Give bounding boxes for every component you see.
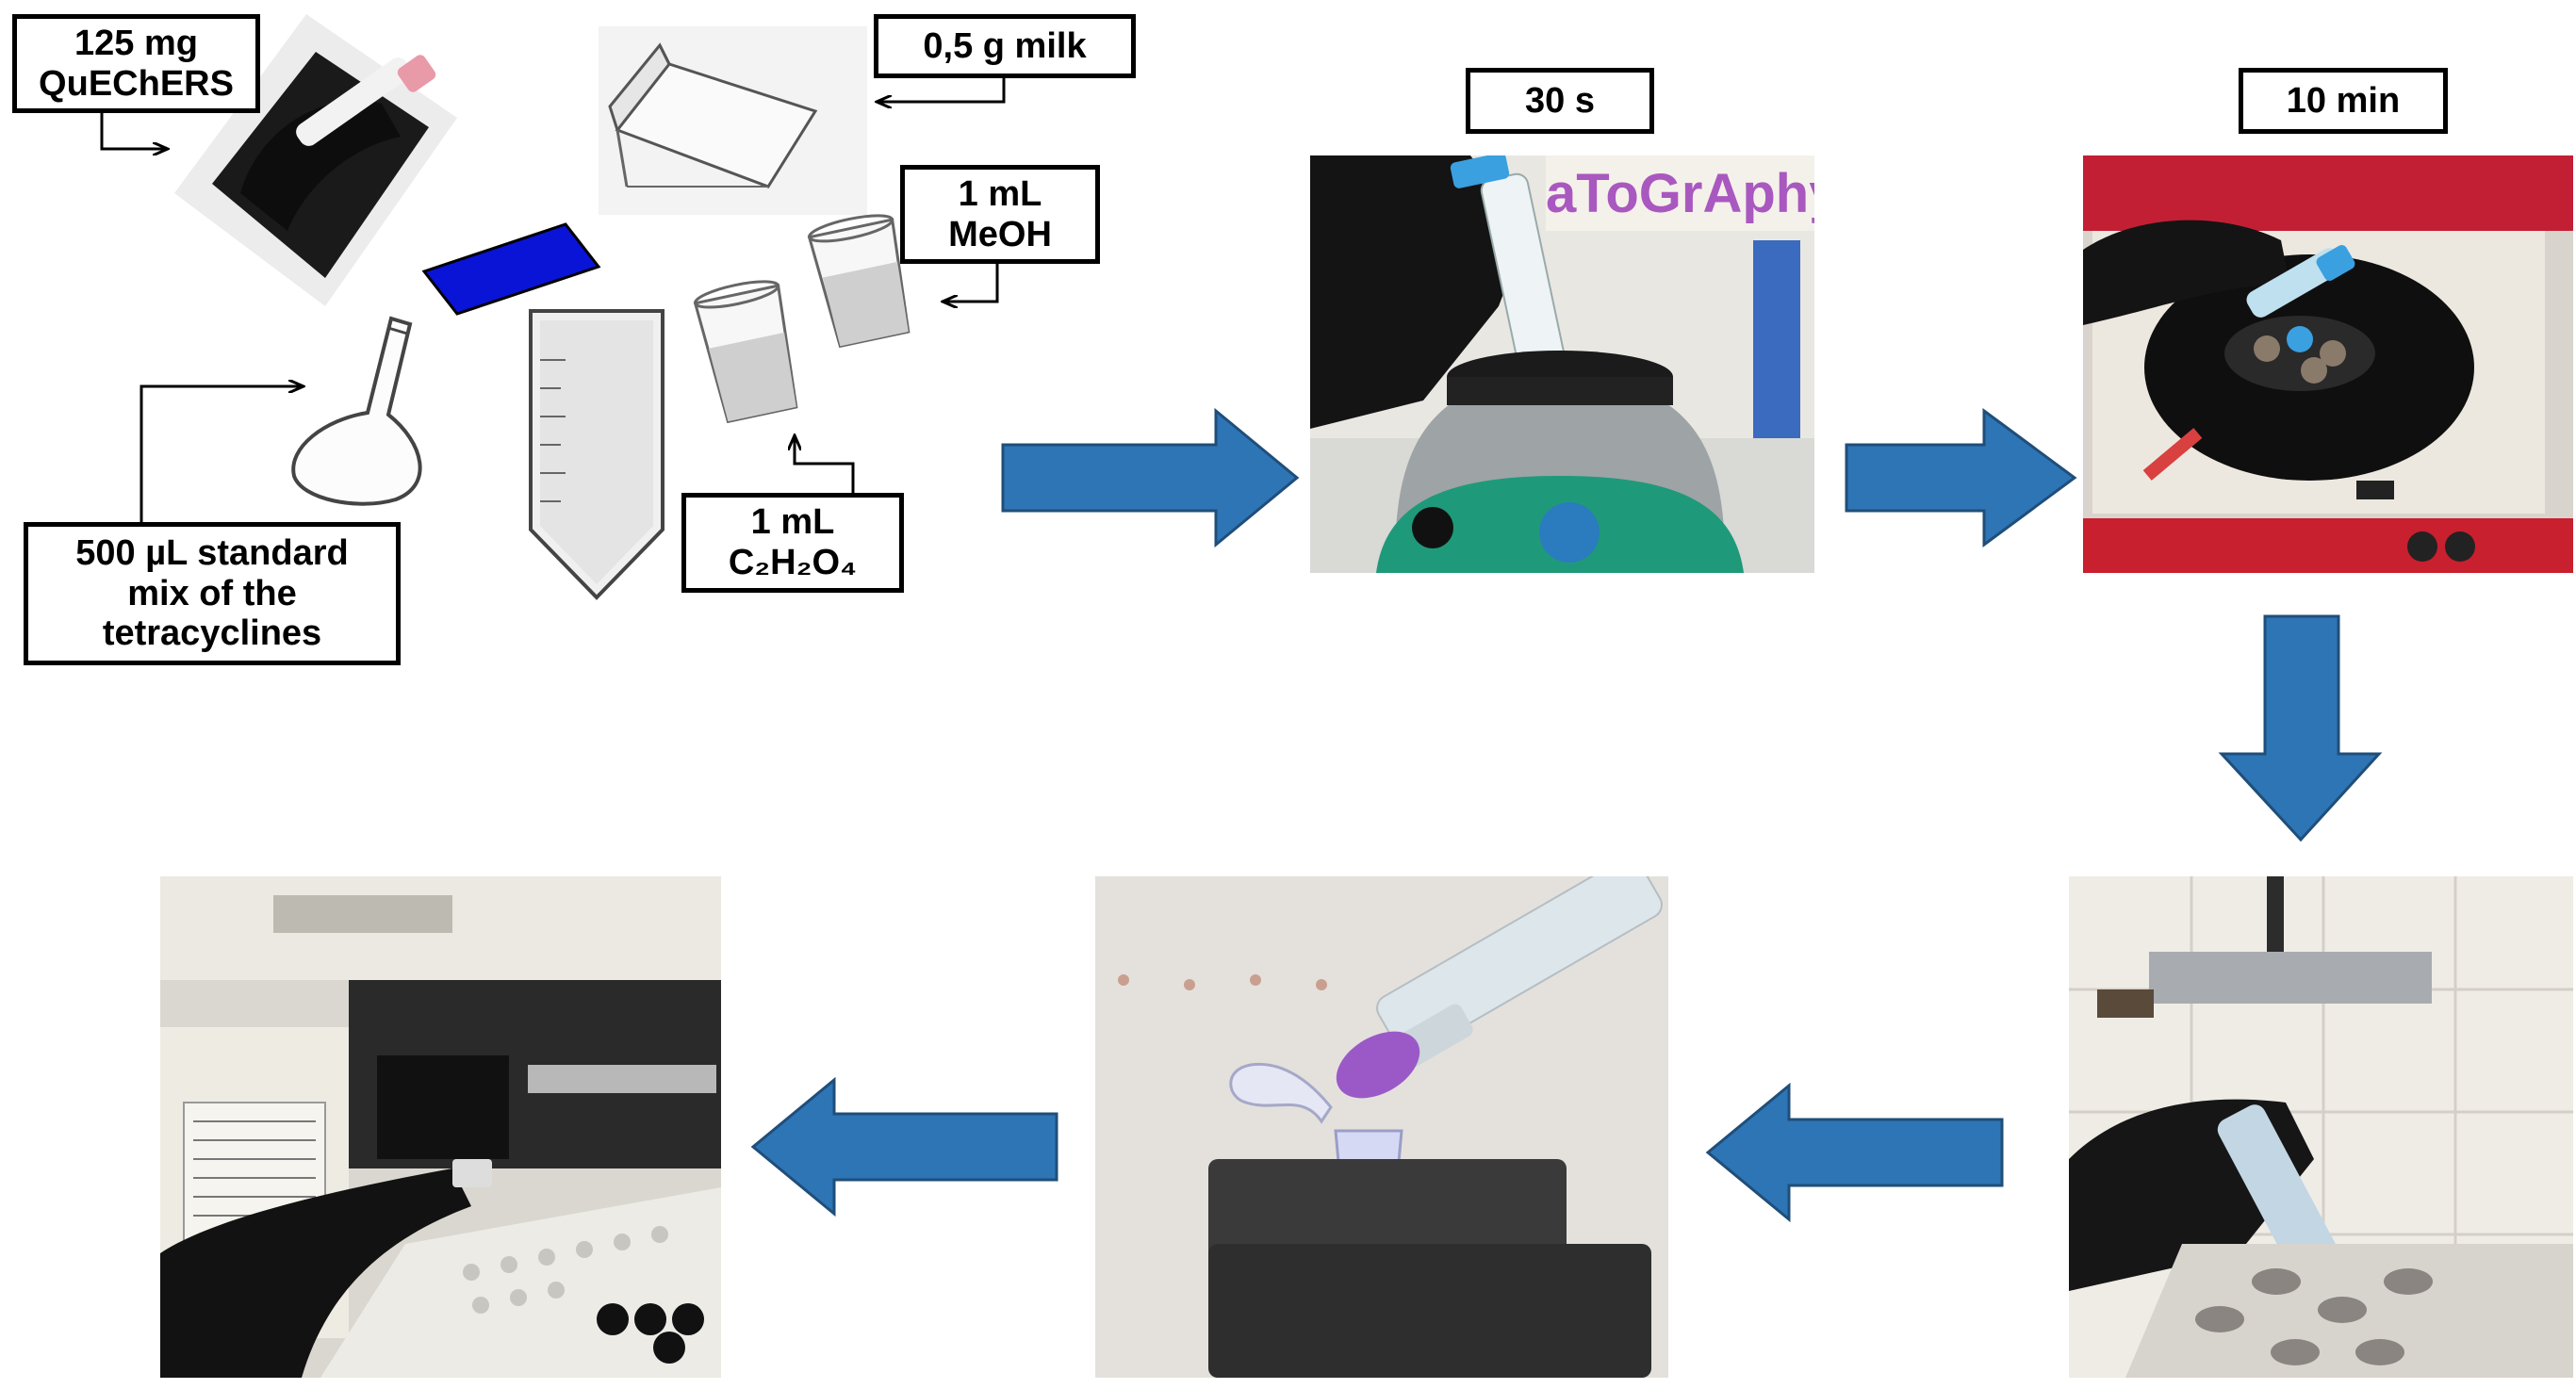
- falcon-tube-icon: [523, 303, 669, 605]
- standard-mix-label: 500 µL standard mix of the tetracyclines: [24, 522, 401, 665]
- beaker-icon: [679, 212, 933, 438]
- flask-icon: [283, 311, 457, 509]
- arrow-right-icon-2: [1843, 407, 2078, 548]
- quechers-label: 125 mg QuEChERS: [12, 14, 260, 113]
- arrow-left-icon: [1704, 1082, 2006, 1223]
- centrifuge-photo: [2083, 155, 2573, 573]
- connector-standard: [139, 386, 304, 522]
- arrow-down-icon: [2218, 613, 2383, 843]
- arrow-right-icon: [999, 407, 1301, 548]
- quechers-packet-icon: [415, 215, 603, 319]
- banner-text: aToGrAphy: [1546, 163, 1814, 224]
- connector-oxalic: [795, 435, 855, 493]
- evaporation-photo: [2069, 876, 2573, 1378]
- connector-meoh: [943, 264, 999, 302]
- hplc-autosampler-photo: [160, 876, 721, 1378]
- connector-quechers: [100, 113, 168, 149]
- quechers-photo: [174, 14, 457, 306]
- vortex-photo: aToGrAphy: [1310, 155, 1814, 573]
- filtration-photo: [1095, 876, 1668, 1378]
- connector-milk: [877, 78, 1006, 102]
- centrifuge-time-label: 10 min: [2239, 68, 2448, 134]
- milk-label: 0,5 g milk: [874, 14, 1136, 78]
- milk-carton-icon: [599, 26, 867, 215]
- oxalic-acid-label: 1 mL C₂H₂O₄: [681, 493, 904, 593]
- meoh-label: 1 mL MeOH: [900, 165, 1100, 264]
- vortex-time-label: 30 s: [1466, 68, 1654, 134]
- arrow-left-icon-2: [749, 1076, 1060, 1217]
